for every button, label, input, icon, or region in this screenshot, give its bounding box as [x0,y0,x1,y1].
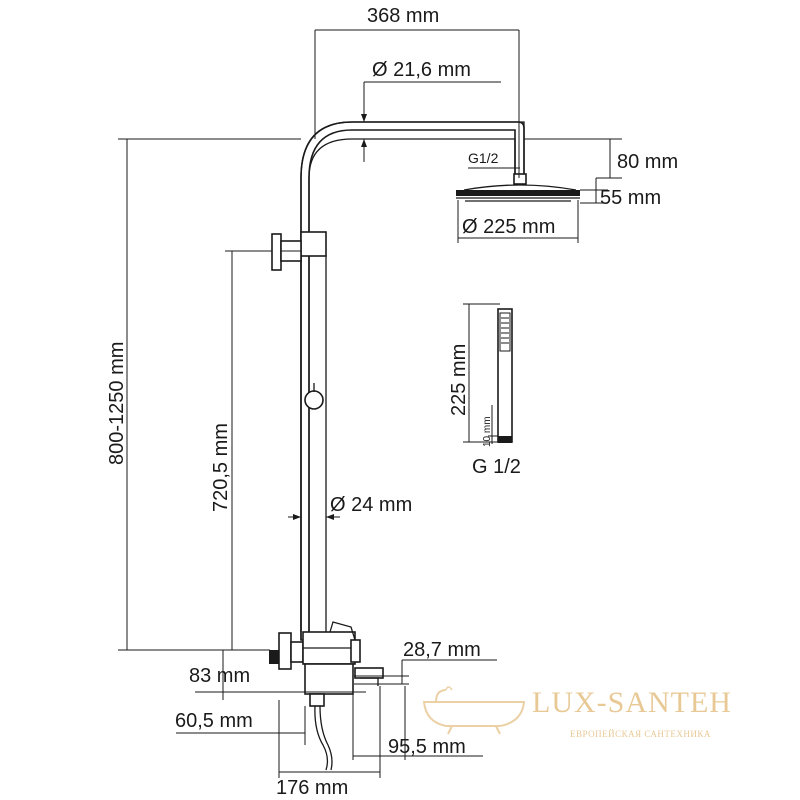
bathtub-icon [422,686,526,735]
wall-bracket-upper [271,233,302,271]
brand-tagline: ЕВРОПЕЙСКАЯ САНТЕХНИКА [570,729,711,739]
label-bar-diameter: Ø 24 mm [330,494,412,516]
label-total-height: 800-1250 mm [106,342,128,465]
dimension-mixer-depth: 60,5 mm [175,700,306,745]
label-mixer-depth: 60,5 mm [175,710,253,732]
dimension-top-width: 368 mm [314,5,520,178]
label-handshower-thread: G 1/2 [472,456,521,478]
dimension-spout-length: 95,5 mm [352,686,483,760]
label-arm-diameter: Ø 21,6 mm [372,59,471,81]
label-top-width: 368 mm [367,5,439,27]
overhead-shower-head [456,173,580,202]
label-handshower-length: 225 mm [448,344,470,416]
brand-watermark: LUX-SANTEH ЕВРОПЕЙСКАЯ САНТЕХНИКА [422,686,732,739]
dimension-handshower-length: 225 mm [448,303,500,443]
dimension-head-drop: 80 mm [524,138,678,179]
label-mixer-offset: 28,7 mm [403,639,481,661]
mixer-body [269,621,384,771]
dimension-bar-height: 720,5 mm [210,250,272,650]
dimension-arm-diameter: Ø 21,6 mm [361,59,501,162]
hand-shower [497,308,513,443]
label-mixer-height: 83 mm [189,665,250,687]
label-head-diameter: Ø 225 mm [462,216,555,238]
label-mixer-width: 176 mm [276,777,348,799]
dimension-bar-diameter: Ø 24 mm [288,494,412,520]
dimension-head-diameter: Ø 225 mm [457,200,579,243]
shower-column [300,121,525,641]
label-spout-length: 95,5 mm [388,736,466,758]
dimension-head-thickness: 55 mm [580,178,661,209]
label-head-thread: G1/2 [468,150,499,166]
label-bar-height: 720,5 mm [210,423,232,512]
dimension-total-height: 800-1250 mm [106,138,301,651]
label-head-drop: 80 mm [617,151,678,173]
brand-name: LUX-SANTEH [532,686,732,719]
label-handshower-tail: 10 mm [482,416,493,447]
dimension-mixer-width: 176 mm [276,745,381,799]
label-head-thickness: 55 mm [600,187,661,209]
dimension-handshower-tail: 10 mm [482,405,498,447]
dimension-mixer-offset: 28,7 mm [354,639,497,685]
dimension-mixer-height: 83 mm [189,650,366,700]
